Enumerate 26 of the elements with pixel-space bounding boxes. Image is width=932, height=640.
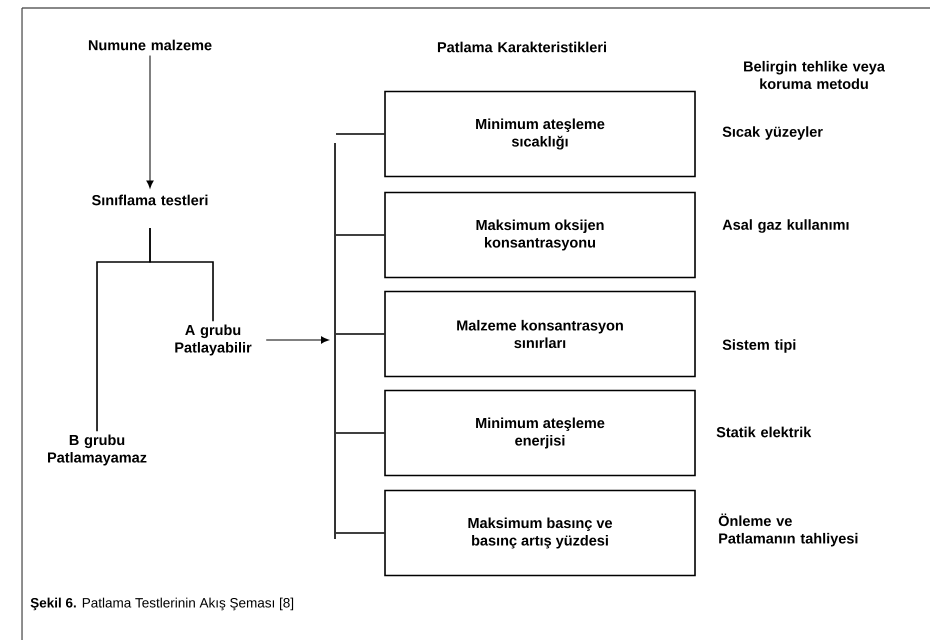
branch-line bbox=[336, 333, 384, 335]
process-box: Minimum ateşleme enerjisi bbox=[384, 390, 696, 476]
column-label: Sıcak yüzeyler bbox=[722, 126, 823, 140]
arrow bbox=[146, 55, 154, 188]
tree-line bbox=[96, 228, 151, 432]
column-label: Statik elektrik bbox=[716, 426, 812, 438]
column-label: Önleme ve Patlamanın tahliyesi bbox=[718, 514, 858, 546]
bracket-line bbox=[334, 143, 336, 539]
caption: Şekil 6. Patlama Testlerinin Akış Şeması [8] bbox=[30, 598, 294, 610]
step-label: B grubu Patlamayamaz bbox=[48, 434, 146, 466]
column-label: Patlama Karakteristikleri bbox=[438, 42, 606, 52]
arrow bbox=[266, 336, 329, 344]
column-label: Asal gaz kullanımı bbox=[722, 219, 848, 233]
process-box: Malzeme konsantrasyon sınırları bbox=[384, 290, 696, 378]
process-box: Minimum ateşleme sıcaklığı bbox=[384, 90, 696, 178]
branch-line bbox=[336, 133, 384, 135]
step-label: Numune malzeme bbox=[88, 40, 212, 50]
step-label: A grubu Patlayabilir bbox=[175, 324, 252, 356]
column-label: Sistem tipi bbox=[722, 339, 796, 353]
branch-line bbox=[336, 532, 384, 534]
column-label: Belirgin tehlike veya koruma metodu bbox=[744, 60, 885, 90]
branch-line bbox=[336, 234, 384, 236]
branch-line bbox=[336, 432, 384, 434]
process-box: Maksimum basınç ve basınç artış yüzdesi bbox=[384, 490, 696, 576]
step-label: Sınıflama testleri bbox=[92, 194, 208, 206]
process-box: Maksimum oksijen konsantrasyonu bbox=[384, 192, 696, 278]
